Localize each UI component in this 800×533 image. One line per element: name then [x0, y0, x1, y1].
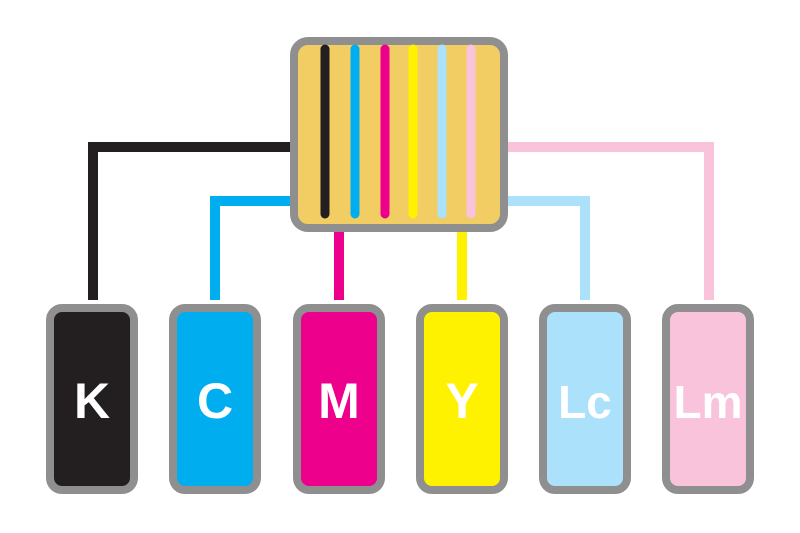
ink-tube-lm	[502, 142, 714, 300]
cartridge-body-k	[46, 304, 138, 494]
cartridge-label-lc: Lc	[558, 376, 612, 428]
cartridge-body-lc	[539, 304, 631, 494]
print-head	[290, 37, 508, 232]
cartridge-label-y: Y	[445, 373, 478, 429]
cartridge-body-m	[293, 304, 385, 494]
cartridge-label-m: M	[318, 373, 360, 429]
ink-cartridges: K C M Y Lc Lm	[46, 304, 754, 494]
ink-tube-k	[88, 142, 296, 300]
cartridge-body-y	[416, 304, 508, 494]
cartridge-m: M	[293, 304, 385, 494]
cartridge-label-lm: Lm	[674, 376, 743, 428]
cartridge-body-c	[169, 304, 261, 494]
cartridge-body-lm	[662, 304, 754, 494]
cartridge-lc: Lc	[539, 304, 631, 494]
ink-tube-lc	[502, 196, 590, 300]
cartridge-label-c: C	[197, 373, 233, 429]
cartridge-c: C	[169, 304, 261, 494]
ink-tubes	[88, 142, 714, 300]
ink-tube-c	[210, 196, 296, 300]
cartridge-label-k: K	[74, 373, 110, 429]
cartridge-k: K	[46, 304, 138, 494]
print-head-nozzle-stripes	[320, 44, 476, 219]
cartridge-lm: Lm	[662, 304, 754, 494]
cartridge-y: Y	[416, 304, 508, 494]
